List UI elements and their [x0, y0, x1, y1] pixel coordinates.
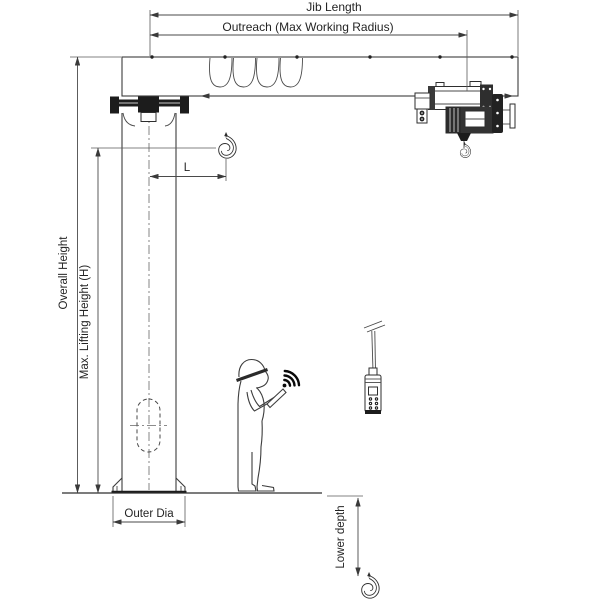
base-plate [111, 477, 187, 494]
lowered-hook-icon [361, 571, 380, 599]
dimension-max-lifting-height: Max. Lifting Height (H) [79, 147, 216, 494]
pendant-control [363, 320, 386, 414]
outreach-label: Outreach (Max Working Radius) [222, 20, 393, 34]
rope-guide [457, 133, 471, 141]
hook-distance-label: L [184, 162, 191, 174]
overall-height-label: Overall Height [58, 236, 70, 310]
raised-hook-icon [218, 131, 237, 159]
dimension-outer-dia: Outer Dia [112, 496, 186, 527]
cable-break-mark [366, 324, 386, 333]
jib-beam-outline [121, 56, 519, 97]
dimension-lower-depth: Lower depth [327, 495, 380, 599]
gusset-right [164, 112, 176, 127]
outer-dia-label: Outer Dia [124, 508, 174, 520]
wifi-icon [282, 369, 301, 388]
cable-break-mark [363, 320, 383, 329]
max-lifting-height-label: Max. Lifting Height (H) [79, 265, 91, 380]
operator-figure [236, 358, 287, 492]
dimension-hook-distance: L [149, 159, 227, 181]
hoist-hook-icon [459, 141, 471, 158]
pendant-buttons [368, 397, 379, 410]
pendant-display [368, 386, 378, 396]
dimension-outreach: Outreach (Max Working Radius) [149, 20, 468, 91]
hard-hat-icon [238, 358, 266, 378]
jib-beam [121, 55, 519, 99]
beam-attachment-dots [150, 55, 514, 59]
lower-depth-label: Lower depth [335, 505, 347, 568]
hoist-end-bracket [414, 92, 431, 110]
hard-hat-brim [236, 368, 268, 382]
pendant-cable [371, 330, 374, 372]
gusset-left [122, 112, 136, 127]
remote-transmitter [266, 388, 287, 409]
crane-column [111, 109, 187, 494]
dimension-overall-height: Overall Height [58, 56, 121, 494]
slewing-head [110, 96, 189, 127]
festoon-cable [209, 57, 303, 88]
jib-length-label: Jib Length [306, 0, 361, 14]
electric-hoist [414, 81, 516, 158]
